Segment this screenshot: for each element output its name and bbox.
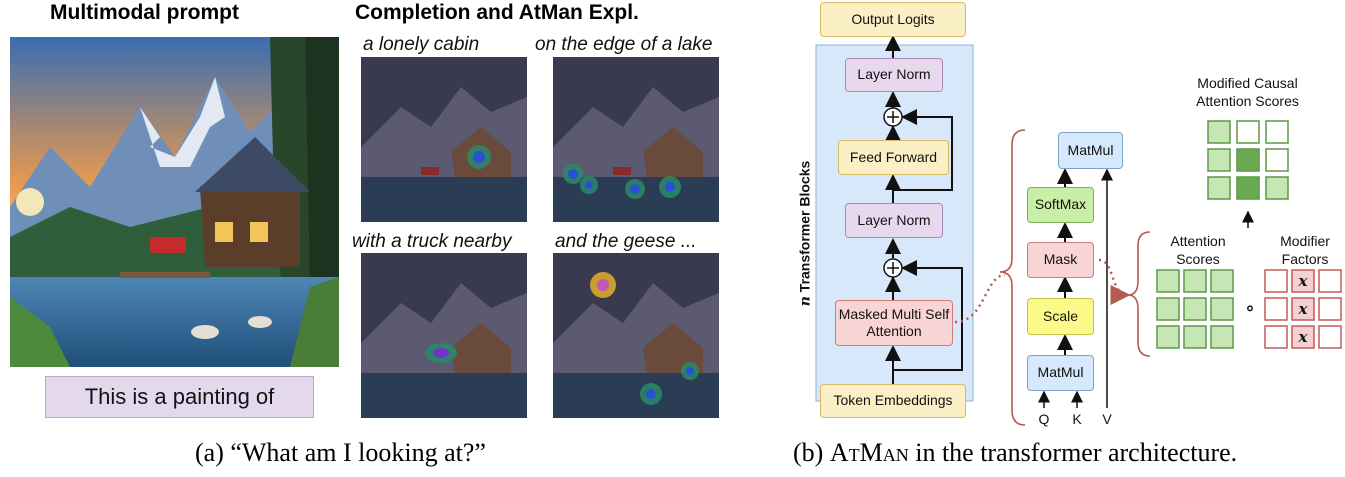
completion-heading: Completion and AtMan Expl.: [355, 1, 639, 24]
softmax-block: SoftMax: [1027, 187, 1094, 223]
scale-label: Scale: [1042, 307, 1079, 324]
modified-scores-title: Modified Causal Attention Scores: [1196, 75, 1299, 110]
explanation-image-1: [361, 57, 527, 222]
modifier-x-1: x: [1298, 272, 1308, 290]
painting-image: [10, 37, 339, 367]
output-logits-block: Output Logits: [820, 2, 966, 37]
output-logits-label: Output Logits: [851, 10, 935, 27]
attention-scores-title: Attention Scores: [1170, 233, 1226, 268]
matmul-top-block: MatMul: [1058, 132, 1123, 169]
layer-norm-top-label: Layer Norm: [857, 66, 931, 83]
layer-norm-mid-block: Layer Norm: [845, 203, 943, 238]
feed-forward-block: Feed Forward: [838, 140, 949, 175]
caption-b-suffix: in the transformer architecture.: [908, 438, 1238, 467]
panel-label-4: and the geese ...: [555, 231, 697, 252]
caption-b-prefix: (b): [793, 438, 830, 467]
mask-block: Mask: [1027, 242, 1094, 278]
transformer-blocks-label: n Transformer Blocks: [720, 160, 890, 306]
feed-forward-label: Feed Forward: [849, 148, 938, 165]
scale-block: Scale: [1027, 298, 1094, 335]
token-embeddings-label: Token Embeddings: [833, 392, 953, 409]
caption-b: (b) AtMan in the transformer architectur…: [793, 438, 1237, 468]
masked-attention-label: Masked Multi Self Attention: [838, 305, 950, 340]
layer-norm-mid-label: Layer Norm: [857, 211, 931, 228]
explanation-image-4: [553, 253, 719, 418]
layer-norm-top-block: Layer Norm: [845, 58, 943, 92]
modifier-x-3: x: [1298, 328, 1308, 346]
q-label: Q: [1038, 411, 1050, 427]
panel-label-2: on the edge of a lake: [535, 34, 713, 55]
explanation-image-2: [553, 57, 719, 222]
matmul-top-label: MatMul: [1067, 141, 1114, 158]
mask-label: Mask: [1043, 251, 1078, 268]
token-embeddings-block: Token Embeddings: [820, 384, 966, 418]
modified-attention-grid: [1207, 120, 1289, 200]
transformer-blocks-text: Transformer Blocks: [796, 160, 813, 292]
multimodal-prompt-heading: Multimodal prompt: [50, 1, 239, 24]
explanation-image-3: [361, 253, 527, 418]
masked-attention-block: Masked Multi Self Attention: [835, 300, 953, 346]
prompt-text-box: This is a painting of: [45, 376, 314, 418]
modifier-x-2: x: [1298, 300, 1308, 318]
k-label: K: [1072, 411, 1082, 427]
modifier-factors-title: Modifier Factors: [1280, 233, 1330, 268]
softmax-label: SoftMax: [1034, 196, 1087, 213]
n-variable: n: [797, 295, 814, 306]
attention-scores-grid: [1156, 269, 1234, 349]
caption-b-atman: AtMan: [829, 438, 909, 467]
v-label: V: [1102, 411, 1112, 427]
modifier-factors-grid: [1264, 269, 1342, 349]
matmul-bottom-label: MatMul: [1037, 364, 1084, 381]
panel-label-1: a lonely cabin: [363, 34, 480, 55]
panel-label-3: with a truck nearby: [352, 231, 512, 252]
hadamard-operator: ∘: [1244, 298, 1256, 319]
prompt-text: This is a painting of: [84, 384, 275, 409]
matmul-bottom-block: MatMul: [1027, 355, 1094, 391]
caption-a: (a) “What am I looking at?”: [195, 438, 486, 467]
